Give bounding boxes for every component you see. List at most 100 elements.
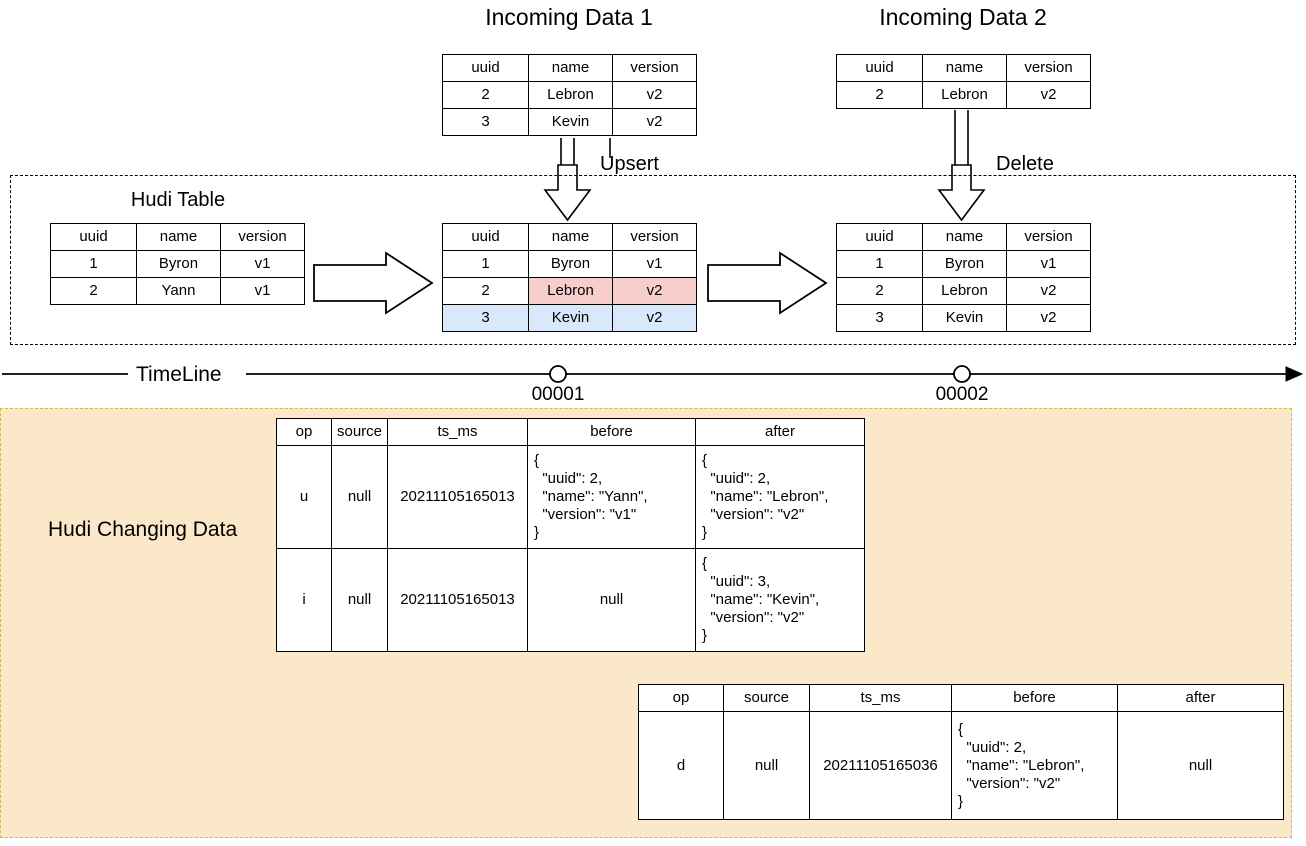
column-header-uuid: uuid bbox=[442, 223, 529, 251]
cell-name: Kevin bbox=[528, 304, 613, 332]
table-row: 1 Byron v1 bbox=[836, 250, 1091, 278]
table-header-row: op source ts_ms before after bbox=[638, 684, 1284, 712]
cell-name: Lebron bbox=[528, 277, 613, 305]
cell-after: null bbox=[1117, 711, 1284, 820]
table-header-row: uuid name version bbox=[442, 223, 697, 251]
table-row-deleted: 2 Lebron v2 bbox=[836, 277, 1091, 305]
table-header-row: uuid name version bbox=[836, 223, 1091, 251]
cell-uuid: 2 bbox=[50, 277, 137, 305]
column-header-name: name bbox=[922, 223, 1007, 251]
column-header-before: before bbox=[951, 684, 1118, 712]
cell-uuid: 3 bbox=[836, 304, 923, 332]
column-header-uuid: uuid bbox=[442, 54, 529, 82]
table-row: d null 20211105165036 { "uuid": 2, "name… bbox=[638, 711, 1284, 820]
cell-version: v2 bbox=[612, 81, 697, 109]
incoming-data-2-title: Incoming Data 2 bbox=[879, 4, 1047, 30]
cell-uuid: 2 bbox=[836, 277, 923, 305]
delete-stem bbox=[954, 110, 969, 165]
cdc-table-commit-00001: op source ts_ms before after u null 2021… bbox=[276, 418, 865, 652]
cell-version: v1 bbox=[220, 277, 305, 305]
cell-name: Lebron bbox=[528, 81, 613, 109]
cell-uuid: 1 bbox=[442, 250, 529, 278]
cell-name: Byron bbox=[922, 250, 1007, 278]
column-header-ts-ms: ts_ms bbox=[387, 418, 528, 446]
column-header-source: source bbox=[331, 418, 388, 446]
column-header-name: name bbox=[922, 54, 1007, 82]
cell-version: v2 bbox=[1006, 81, 1091, 109]
hudi-table-after-upsert: uuid name version 1 Byron v1 2 Lebron v2… bbox=[442, 223, 697, 332]
column-header-after: after bbox=[1117, 684, 1284, 712]
hudi-changing-data-label: Hudi Changing Data bbox=[48, 518, 238, 541]
hudi-table-after-delete: uuid name version 1 Byron v1 2 Lebron v2… bbox=[836, 223, 1091, 332]
column-header-source: source bbox=[723, 684, 810, 712]
table-row: u null 20211105165013 { "uuid": 2, "name… bbox=[276, 445, 865, 549]
cell-ts-ms: 20211105165013 bbox=[387, 445, 528, 549]
cell-version: v2 bbox=[612, 304, 697, 332]
cell-uuid: 2 bbox=[442, 81, 529, 109]
table-row: 2 Lebron v2 bbox=[442, 81, 697, 109]
cell-before: null bbox=[527, 548, 696, 652]
column-header-op: op bbox=[638, 684, 724, 712]
cell-version: v2 bbox=[1006, 304, 1091, 332]
cell-uuid: 3 bbox=[442, 304, 529, 332]
cell-ts-ms: 20211105165013 bbox=[387, 548, 528, 652]
table-row-updated: 2 Lebron v2 bbox=[442, 277, 697, 305]
column-header-version: version bbox=[220, 223, 305, 251]
table-header-row: uuid name version bbox=[836, 54, 1091, 82]
cell-uuid: 2 bbox=[442, 277, 529, 305]
table-row: 2 Lebron v2 bbox=[836, 81, 1091, 109]
table-header-row: uuid name version bbox=[442, 54, 697, 82]
column-header-version: version bbox=[1006, 223, 1091, 251]
cell-before: { "uuid": 2, "name": "Lebron", "version"… bbox=[951, 711, 1118, 820]
timeline-marker-label-00002: 00002 bbox=[935, 384, 989, 405]
timeline-marker-00002 bbox=[953, 365, 971, 383]
table-row: 1 Byron v1 bbox=[442, 250, 697, 278]
table-row-inserted: 3 Kevin v2 bbox=[442, 304, 697, 332]
hudi-table-initial: uuid name version 1 Byron v1 2 Yann v1 bbox=[50, 223, 305, 305]
timeline-marker-00001 bbox=[549, 365, 567, 383]
cell-version: v2 bbox=[1006, 277, 1091, 305]
table-header-row: uuid name version bbox=[50, 223, 305, 251]
column-header-version: version bbox=[612, 54, 697, 82]
cell-op: d bbox=[638, 711, 724, 820]
column-header-ts-ms: ts_ms bbox=[809, 684, 952, 712]
cdc-table-commit-00002: op source ts_ms before after d null 2021… bbox=[638, 684, 1284, 820]
table-row: 3 Kevin v2 bbox=[836, 304, 1091, 332]
upsert-label: Upsert bbox=[600, 153, 659, 175]
hudi-table-title: Hudi Table bbox=[130, 189, 226, 211]
cell-name: Yann bbox=[136, 277, 221, 305]
incoming-data-1-table: uuid name version 2 Lebron v2 3 Kevin v2 bbox=[442, 54, 697, 136]
cell-source: null bbox=[331, 445, 388, 549]
column-header-uuid: uuid bbox=[836, 54, 923, 82]
cell-version: v1 bbox=[220, 250, 305, 278]
delete-label: Delete bbox=[996, 153, 1054, 175]
cell-uuid: 1 bbox=[50, 250, 137, 278]
timeline-arrowhead bbox=[1285, 366, 1304, 382]
hudi-table-container bbox=[10, 175, 1296, 345]
cell-version: v2 bbox=[612, 108, 697, 136]
column-header-op: op bbox=[276, 418, 332, 446]
cell-name: Lebron bbox=[922, 81, 1007, 109]
cell-version: v2 bbox=[612, 277, 697, 305]
cell-name: Lebron bbox=[922, 277, 1007, 305]
upsert-stem-left bbox=[560, 138, 575, 165]
incoming-data-2-table: uuid name version 2 Lebron v2 bbox=[836, 54, 1091, 109]
cell-after: { "uuid": 3, "name": "Kevin", "version":… bbox=[695, 548, 865, 652]
column-header-after: after bbox=[695, 418, 865, 446]
table-row: 3 Kevin v2 bbox=[442, 108, 697, 136]
cell-source: null bbox=[331, 548, 388, 652]
cell-uuid: 1 bbox=[836, 250, 923, 278]
cell-version: v1 bbox=[612, 250, 697, 278]
cell-name: Byron bbox=[136, 250, 221, 278]
timeline-label: TimeLine bbox=[136, 363, 222, 386]
column-header-name: name bbox=[528, 54, 613, 82]
timeline-marker-label-00001: 00001 bbox=[531, 384, 585, 405]
incoming-data-1-title: Incoming Data 1 bbox=[485, 4, 653, 30]
table-row: 1 Byron v1 bbox=[50, 250, 305, 278]
column-header-version: version bbox=[612, 223, 697, 251]
table-row: 2 Yann v1 bbox=[50, 277, 305, 305]
cell-op: i bbox=[276, 548, 332, 652]
cell-uuid: 2 bbox=[836, 81, 923, 109]
cell-name: Kevin bbox=[528, 108, 613, 136]
cell-source: null bbox=[723, 711, 810, 820]
